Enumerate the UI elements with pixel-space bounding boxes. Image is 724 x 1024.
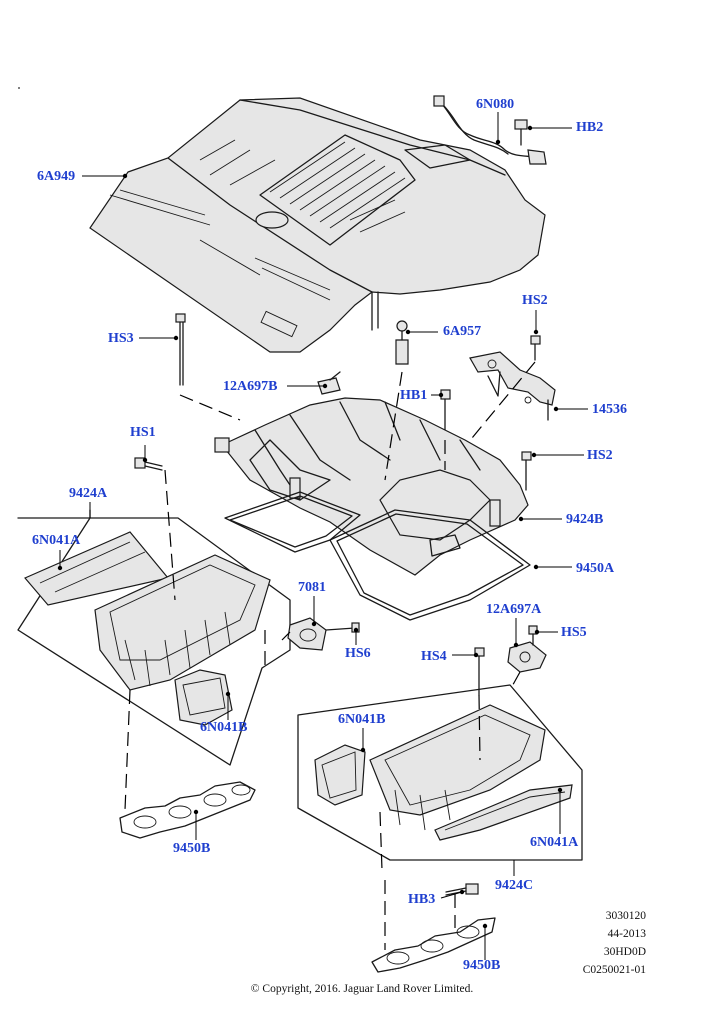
gasket-9450b-bottom [371, 917, 496, 973]
label-6n041a-left: 6N041A [32, 533, 81, 548]
lower-manifold-right-group [297, 684, 583, 861]
label-6n041b-left: 6N041B [200, 720, 248, 735]
label-hs5: HS5 [561, 625, 587, 640]
upper-intake-manifold [214, 397, 529, 576]
reference-number-2: 44-2013 [607, 928, 646, 940]
label-hs4: HS4 [421, 649, 447, 664]
bracket-14536 [469, 351, 556, 421]
label-6n080: 6N080 [476, 97, 515, 112]
label-6n041b-right: 6N041B [338, 712, 386, 727]
reference-number-4: C0250021-01 [582, 964, 646, 976]
sensor-12a697a [474, 625, 547, 696]
label-hs2-right: HS2 [587, 448, 613, 463]
reference-number-3: 30HD0D [603, 946, 646, 958]
bolt-hs1 [134, 457, 163, 471]
label-6a957: 6A957 [443, 324, 482, 339]
label-hb2: HB2 [576, 120, 604, 135]
stud-6a957 [395, 320, 409, 365]
bolt-hb2 [514, 119, 528, 146]
label-12a697b: 12A697B [223, 379, 278, 394]
gasket-9450b-left [119, 781, 256, 839]
label-9450b-left: 9450B [173, 841, 211, 856]
bolt-hs3 [175, 313, 186, 386]
label-9450a: 9450A [576, 561, 615, 576]
engine-cover [89, 97, 546, 353]
bolt-hs2-top [530, 335, 541, 361]
wiring-harness [404, 95, 547, 169]
label-9450b-bottom: 9450B [463, 958, 501, 973]
label-7081: 7081 [298, 580, 326, 595]
label-6n041a-right: 6N041A [530, 835, 579, 850]
label-12a697a: 12A697A [486, 602, 542, 617]
label-hs2-top: HS2 [522, 293, 548, 308]
label-hs6: HS6 [345, 646, 371, 661]
copyright-notice: © Copyright, 2016. Jaguar Land Rover Lim… [250, 983, 474, 995]
label-hb1: HB1 [400, 388, 428, 403]
label-9424c: 9424C [495, 878, 534, 893]
bolt-hs2-right [521, 451, 532, 491]
gasket-9450a [224, 491, 531, 621]
sensor-12a697b [317, 371, 341, 395]
leader-lines [18, 87, 588, 960]
lower-manifold-left-group [17, 509, 291, 766]
assembly-lines [124, 361, 536, 950]
reference-number-1: 3030120 [605, 910, 646, 922]
label-hs3: HS3 [108, 331, 134, 346]
label-hs1: HS1 [130, 425, 156, 440]
label-9424b: 9424B [566, 512, 604, 527]
label-hb3: HB3 [408, 892, 436, 907]
flange-7081 [287, 617, 360, 651]
label-9424a: 9424A [69, 486, 108, 501]
label-14536: 14536 [592, 402, 627, 417]
label-6a949: 6A949 [37, 169, 76, 184]
